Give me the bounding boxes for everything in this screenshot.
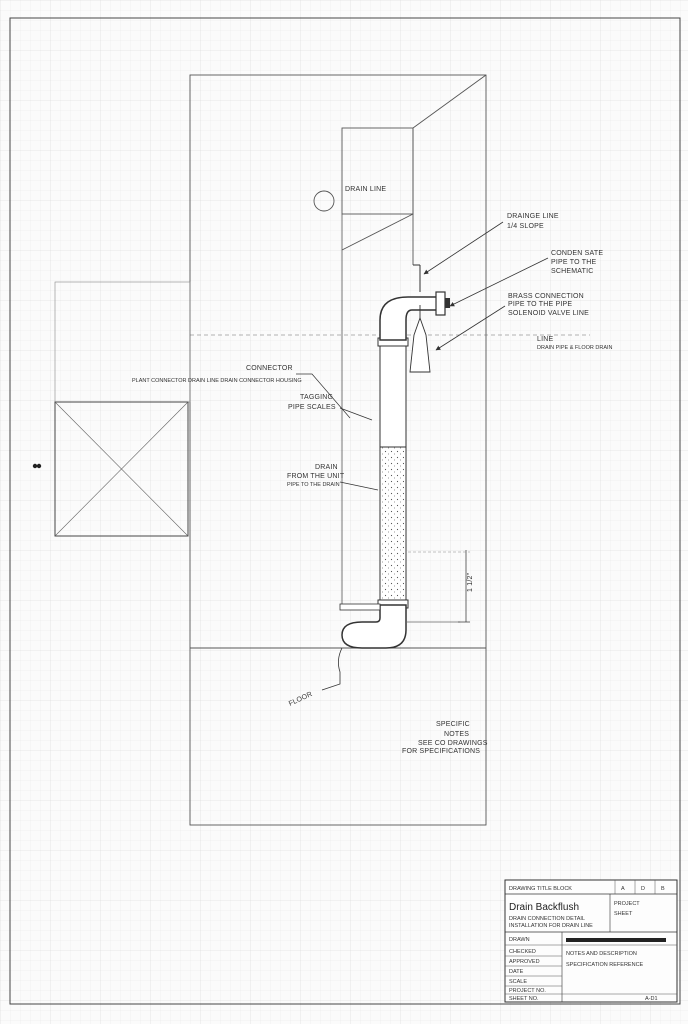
title-block-spec: SPECIFICATION REFERENCE	[566, 962, 644, 968]
equipment-cross-2	[54, 401, 189, 537]
callout-pipe-scales: PIPE SCALES	[288, 404, 336, 411]
callout-schematic: SCHEMATIC	[551, 268, 594, 275]
leader-line	[296, 373, 351, 419]
leader-line	[339, 481, 379, 491]
drain-line-label: DRAIN LINE	[345, 186, 386, 193]
title-block-row: SHEET NO.	[509, 996, 539, 1002]
leader-arrow	[435, 305, 506, 351]
callout-pipe-to-drain: PIPE TO THE DRAIN	[287, 482, 340, 488]
floor-drain-tail	[321, 647, 343, 691]
note-notes: NOTES	[444, 731, 469, 738]
leader-arrow	[423, 221, 504, 275]
leader-arrow	[449, 257, 549, 307]
callout-line: LINE	[537, 336, 553, 343]
callout-pipe-to-pipe: PIPE TO THE PIPE	[508, 301, 572, 308]
flange-bolt	[445, 298, 450, 308]
pipe-insulation	[382, 447, 404, 602]
reference-dot	[32, 463, 38, 469]
wall-outline	[189, 74, 487, 826]
note-see-drawings: SEE CO DRAWINGS	[418, 740, 488, 747]
note-specifications: FOR SPECIFICATIONS	[402, 748, 480, 755]
title-block-project: PROJECT	[614, 901, 640, 907]
callout-solenoid: SOLENOID VALVE LINE	[508, 310, 589, 317]
title-block-row: SCALE	[509, 979, 527, 985]
leader-line	[339, 407, 373, 421]
title-block-sheet: SHEET	[614, 911, 633, 917]
drawing-subtitle-1: DRAIN CONNECTION DETAIL	[509, 916, 585, 922]
title-block-code-a: A	[621, 886, 625, 892]
title-block	[504, 879, 678, 1003]
callout-condensate: CONDEN SATE	[551, 250, 603, 257]
note-specific: SPECIFIC	[436, 721, 470, 728]
callout-plant-connector: PLANT CONNECTOR DRAIN LINE DRAIN CONNECT…	[132, 378, 302, 384]
solenoid-valve	[409, 316, 431, 373]
title-block-sheet-no: A-D1	[645, 996, 658, 1002]
callout-tagging: TAGGING	[300, 394, 333, 401]
title-block-row: PROJECT NO.	[509, 988, 546, 994]
drawing-title: Drain Backflush	[509, 902, 579, 913]
dimension-label: 1 1/2"	[467, 572, 474, 592]
sheet-border	[9, 17, 681, 1005]
callout-from-unit: FROM THE UNIT	[287, 473, 345, 480]
chase-diagonal-mid	[341, 213, 414, 251]
title-block-code-d: D	[641, 886, 645, 892]
drain-line-box	[341, 127, 414, 215]
flange-connection	[435, 291, 446, 316]
title-block-code-b: B	[661, 886, 665, 892]
callout-pipe-to-the: PIPE TO THE	[551, 259, 597, 266]
title-block-row: DATE	[509, 969, 524, 975]
title-block-row: APPROVED	[509, 959, 540, 965]
callout-slope: 1/4 SLOPE	[507, 223, 544, 230]
title-block-header: DRAWING TITLE BLOCK	[509, 886, 572, 892]
reference-dot	[36, 463, 42, 469]
callout-drain: DRAIN	[315, 464, 338, 471]
title-block-row: DRAWN	[509, 937, 530, 943]
cleanout-circle	[313, 190, 335, 212]
title-block-notes: NOTES AND DESCRIPTION	[566, 951, 637, 957]
bottom-elbow-fitting	[341, 604, 407, 649]
callout-drainage-line: DRAINGE LINE	[507, 213, 559, 220]
callout-floor-drain: DRAIN PIPE & FLOOR DRAIN	[537, 345, 613, 351]
chase-diagonal-top	[412, 74, 487, 129]
title-block-row: CHECKED	[509, 949, 536, 955]
floor-drain-flange	[339, 603, 381, 611]
drawing-subtitle-2: INSTALLATION FOR DRAIN LINE	[509, 923, 593, 929]
callout-brass-connection: BRASS CONNECTION	[508, 293, 584, 300]
equipment-box	[54, 401, 189, 537]
callout-connector: CONNECTOR	[246, 365, 293, 372]
